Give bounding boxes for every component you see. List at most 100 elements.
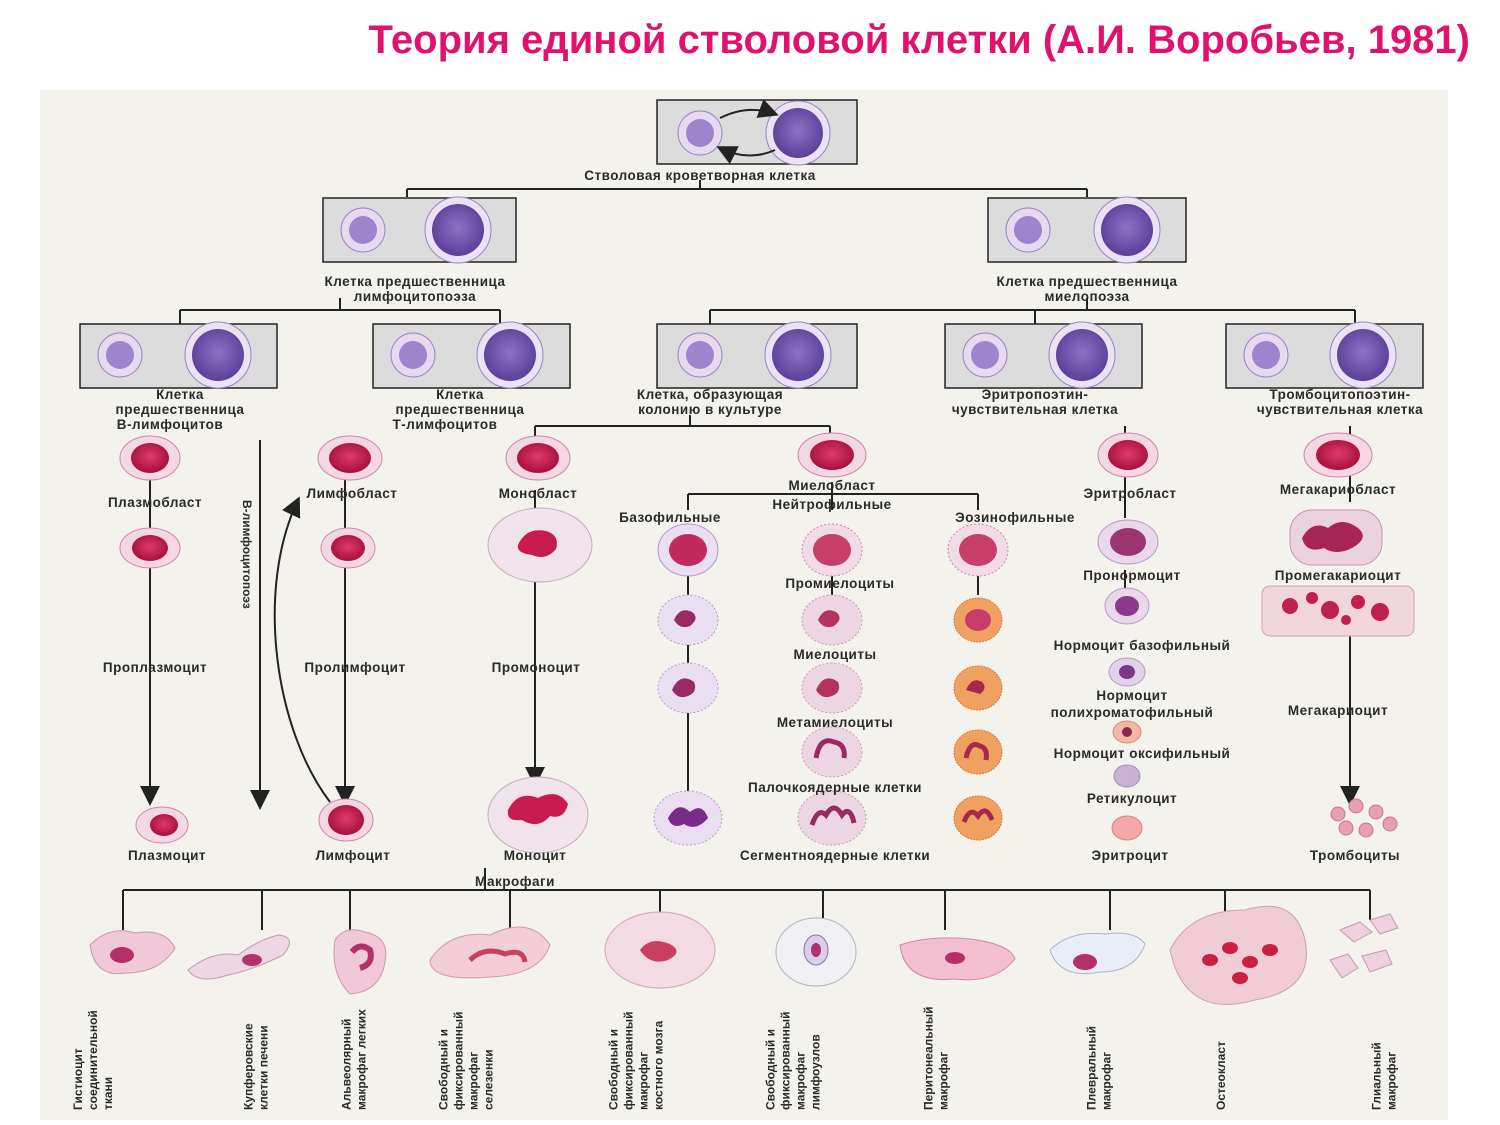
label-segmented-cells: Сегментноядерные клетки bbox=[740, 848, 930, 863]
label-monoblast: Монобласт bbox=[499, 486, 578, 501]
macrophage-label-7-line-1: Перитонеальный bbox=[922, 1006, 936, 1110]
lympho-prec-box bbox=[322, 196, 517, 264]
label-proplasmocyte: Проплазмоцит bbox=[103, 660, 207, 675]
label-t-prec-1: Клетка bbox=[436, 387, 484, 402]
label-neutrophilic: Нейтрофильные bbox=[772, 497, 891, 512]
label-metamyelocytes: Метамиелоциты bbox=[777, 715, 893, 730]
label-t-prec-2: предшественница bbox=[396, 402, 525, 417]
monoblast-cell bbox=[505, 435, 571, 481]
macrophage-label-4-line-3: макрофаг bbox=[467, 1052, 481, 1110]
label-b-prec-1: Клетка bbox=[156, 387, 204, 402]
label-normocyte-poly-1: Нормоцит bbox=[1096, 688, 1167, 703]
macrophage-label-8-line-1: Плевральный bbox=[1085, 1026, 1099, 1110]
macrophage-label-5-line-4: костного мозга bbox=[652, 1020, 666, 1110]
macrophage-label-9-line-1: Остеокласт bbox=[1214, 1041, 1228, 1110]
label-epo-2: чувствительная клетка bbox=[952, 402, 1118, 417]
macrophage-label-6-line-2: фиксированный bbox=[779, 1012, 793, 1110]
macrophage-label-6-line-4: лимфоузлов bbox=[809, 1034, 823, 1110]
label-promonocyte: Промоноцит bbox=[492, 660, 581, 675]
label-promyelocytes: Промиелоциты bbox=[785, 576, 894, 591]
macro-connectors bbox=[122, 890, 1371, 930]
macrophage-label-5-line-2: фиксированный bbox=[622, 1012, 636, 1110]
macrophage-label-6-line-1: Свободный и bbox=[764, 1029, 778, 1110]
label-band-cells: Палочкоядерные клетки bbox=[748, 780, 922, 795]
myeloblast-cell bbox=[797, 432, 867, 478]
cfu-box bbox=[656, 321, 858, 389]
label-thrombocytes: Тромбоциты bbox=[1310, 848, 1400, 863]
eosinophilic-column bbox=[947, 523, 1009, 841]
tpo-box bbox=[1225, 321, 1424, 389]
macrophage-label-4-line-4: селезенки bbox=[482, 1049, 496, 1110]
page-title: Теория единой стволовой клетки (А.И. Вор… bbox=[368, 18, 1470, 62]
basophilic-column bbox=[653, 523, 723, 846]
label-normocyte-oxy: Нормоцит оксифильный bbox=[1054, 746, 1231, 761]
macrophage-label-2-line-1: Купферовские bbox=[242, 1023, 256, 1110]
label-eosinophilic: Эозинофильные bbox=[955, 510, 1075, 525]
label-megakaryoblast: Мегакариобласт bbox=[1280, 482, 1396, 497]
label-b-prec-3: В-лимфоцитов bbox=[117, 417, 223, 432]
label-cfu-1: Клетка, образующая bbox=[637, 387, 783, 402]
erythroid-column bbox=[1097, 432, 1159, 841]
macrophage-label-4-line-1: Свободный и bbox=[437, 1029, 451, 1110]
label-erythrocyte: Эритроцит bbox=[1092, 848, 1169, 863]
plasmocyte-cell bbox=[135, 806, 189, 844]
proplasmocyte-cell bbox=[119, 527, 181, 569]
hematopoiesis-diagram-panel: Стволовая кроветворная клетка Клетка пре… bbox=[40, 90, 1448, 1120]
label-b-prec-2: предшественница bbox=[116, 402, 245, 417]
macrophage-label-4-line-2: фиксированный bbox=[452, 1012, 466, 1110]
prolymphocyte-cell bbox=[320, 527, 376, 569]
macrophage-label-1-line-1: Гистиоцит bbox=[71, 1048, 85, 1110]
megakaryocyte-column bbox=[1261, 432, 1415, 838]
macrophage-label-8-line-2: макрофаг bbox=[1100, 1052, 1114, 1110]
label-prolymphocyte: Пролимфоцит bbox=[304, 660, 405, 675]
label-epo-1: Эритропоэтин- bbox=[982, 387, 1089, 402]
b-prec-box bbox=[79, 321, 278, 389]
lymphocyte-return-arrow bbox=[273, 496, 331, 803]
label-normocyte-poly-2: полихроматофильный bbox=[1051, 705, 1214, 720]
lymphocyte-cell bbox=[318, 798, 374, 842]
label-lympho-prec-2: лимфоцитопоэза bbox=[354, 289, 476, 304]
label-reticulocyte: Ретикулоцит bbox=[1087, 791, 1177, 806]
macrophage-label-7-line-2: макрофаг bbox=[937, 1052, 951, 1110]
macrophage-label-5-line-1: Свободный и bbox=[607, 1029, 621, 1110]
label-tpo-2: чувствительная клетка bbox=[1257, 402, 1423, 417]
macrophage-shapes bbox=[89, 905, 1399, 1005]
label-erythroblast: Эритробласт bbox=[1084, 486, 1177, 501]
label-normocyte-baso: Нормоцит базофильный bbox=[1054, 638, 1231, 653]
label-plasmoblast: Плазмобласт bbox=[108, 495, 202, 510]
macrophage-label-6-line-3: макрофаг bbox=[794, 1052, 808, 1110]
hematopoiesis-diagram: Стволовая кроветворная клетка Клетка пре… bbox=[71, 99, 1424, 1110]
myelo-prec-box bbox=[987, 196, 1187, 264]
macrophage-label-5-line-3: макрофаг bbox=[637, 1052, 651, 1110]
label-basophilic: Базофильные bbox=[619, 510, 721, 525]
label-myeloblast: Миелобласт bbox=[789, 478, 876, 493]
label-megakaryocyte: Мегакариоцит bbox=[1288, 703, 1388, 718]
stem-cell-box bbox=[656, 99, 858, 166]
label-myelo-prec-2: миелопоэза bbox=[1045, 289, 1130, 304]
macrophage-label-10-line-1: Глиальный bbox=[1370, 1042, 1384, 1110]
label-pronormocyte: Пронормоцит bbox=[1083, 568, 1180, 583]
t-prec-box bbox=[372, 321, 571, 389]
label-stem: Стволовая кроветворная клетка bbox=[584, 168, 816, 183]
macrophage-label-1-line-3: ткани bbox=[101, 1077, 115, 1110]
label-tpo-1: Тромбоцитопоэтин- bbox=[1269, 387, 1410, 402]
plasmoblast-cell bbox=[119, 435, 181, 481]
label-lympho-prec-1: Клетка предшественница bbox=[325, 274, 506, 289]
label-b-lymphopoiesis: В-лимфоцитопоэз bbox=[240, 500, 254, 609]
macrophage-label-3-line-1: Альвеолярный bbox=[340, 1019, 354, 1110]
neutrophilic-column bbox=[797, 523, 867, 846]
promonocyte-cell bbox=[487, 507, 593, 583]
label-macrophages: Макрофаги bbox=[475, 874, 555, 889]
label-t-prec-3: Т-лимфоцитов bbox=[393, 417, 498, 432]
tree-connectors bbox=[123, 180, 1370, 891]
label-cfu-2: колонию в культуре bbox=[638, 402, 782, 417]
macrophage-label-1-line-2: соединительной bbox=[86, 1010, 100, 1110]
macrophage-label-10-line-2: макрофаг bbox=[1385, 1052, 1399, 1110]
epo-box bbox=[944, 321, 1143, 389]
label-myelo-prec-1: Клетка предшественница bbox=[997, 274, 1178, 289]
lymphoblast-cell bbox=[317, 435, 383, 481]
label-lymphocyte: Лимфоцит bbox=[316, 848, 391, 863]
label-plasmocyte: Плазмоцит bbox=[128, 848, 206, 863]
macrophage-label-3-line-2: макрофаг легких bbox=[355, 1009, 369, 1110]
